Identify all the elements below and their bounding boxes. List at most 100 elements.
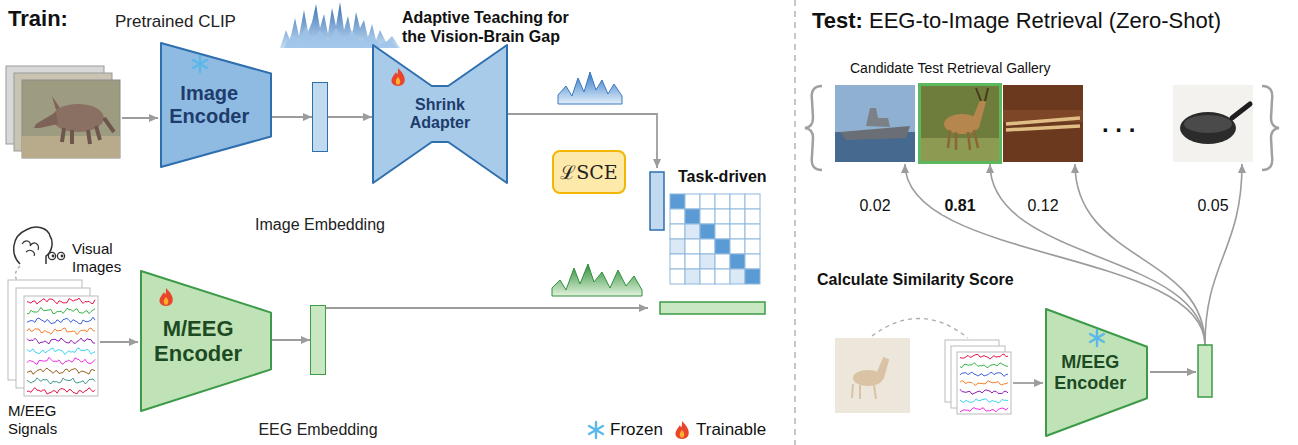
- snowflake-icon: [198, 62, 202, 66]
- flame-icon: [396, 77, 401, 85]
- snowflake-icon: [1096, 330, 1098, 346]
- antelope-horns: [976, 88, 988, 101]
- step-label: Calculate Similarity Score: [815, 270, 1016, 289]
- gallery-brace: [1262, 86, 1279, 170]
- flame-icon: [680, 430, 685, 438]
- flame-icon: [675, 421, 688, 439]
- gallery-image: [835, 85, 915, 162]
- matrix-cell: [670, 224, 685, 239]
- eye-icon: [48, 252, 55, 259]
- matrix-cell: [670, 194, 685, 209]
- flame-icon: [391, 68, 404, 86]
- similarity-score: 0.05: [1195, 196, 1230, 215]
- matrix-cell: [730, 254, 745, 269]
- loss-box: ℒSCE: [552, 150, 626, 194]
- matrix-cell: [715, 254, 730, 269]
- similarity-arrow: [1205, 164, 1242, 345]
- signal-panel: [957, 352, 1011, 414]
- brain-icon: [22, 241, 38, 256]
- node-outline: [1046, 309, 1147, 436]
- similarity-arrow: [1075, 164, 1205, 345]
- node-outline: [141, 271, 271, 411]
- aardvark-head: [34, 112, 58, 128]
- eeg-traces: [960, 354, 1008, 412]
- eeg-embedding: EEG Embedding: [310, 305, 326, 375]
- legend-item: Frozen: [586, 419, 663, 441]
- eeg-traces: [27, 298, 95, 394]
- input-arrow: [122, 117, 158, 119]
- feature-wave: [284, 26, 398, 48]
- matrix-cell: [745, 224, 760, 239]
- gallery-image: [920, 138, 1000, 162]
- shrink-adapter: Shrink Adapter: [372, 44, 508, 184]
- wok: [1184, 115, 1232, 133]
- eeg-trace: [960, 363, 1008, 368]
- connector: [326, 307, 648, 309]
- connector: [272, 116, 312, 118]
- ellipsis: . . .: [1102, 110, 1135, 139]
- similarity-score: 0.12: [1025, 196, 1060, 215]
- eeg-trace: [27, 317, 95, 324]
- eeg-trace: [960, 408, 1008, 412]
- eye-icon: [52, 255, 55, 258]
- image-encoder: Image EncoderPretrained CLIP: [160, 42, 272, 168]
- panel-title: Train:: [8, 6, 68, 32]
- brain-icon: [14, 227, 52, 264]
- matrix-cell: [700, 254, 715, 269]
- panel-divider: [794, 0, 796, 445]
- matrix-cell: [745, 209, 760, 224]
- matrix-cell: [685, 194, 700, 209]
- legend-label: Frozen: [610, 420, 663, 440]
- legend-item: Trainable: [672, 419, 766, 441]
- input-label: Visual Images: [72, 240, 134, 276]
- matrix-cell: [715, 209, 730, 224]
- eye-icon: [61, 255, 64, 258]
- snowflake-icon: [1090, 334, 1104, 342]
- text-area: M/EEG Encoder: [1045, 308, 1136, 437]
- matrix-cell: [685, 269, 700, 284]
- matrix-cell: [685, 239, 700, 254]
- snowflake-icon: [589, 426, 603, 434]
- gallery-image: [1173, 85, 1253, 162]
- matrix-cell: [685, 209, 700, 224]
- matrix-cell: [685, 254, 700, 269]
- wok-handle: [1232, 104, 1250, 118]
- matrix-cell: [730, 194, 745, 209]
- matrix-cell: [700, 269, 715, 284]
- node-outline: [373, 45, 507, 183]
- eeg-trace: [960, 372, 1008, 376]
- legend-label: Trainable: [696, 420, 766, 440]
- gallery-image: [920, 85, 1000, 162]
- gallery-image: [1003, 85, 1083, 162]
- photo: [22, 80, 120, 158]
- image-embedding: Image Embedding: [312, 82, 328, 152]
- ship: [866, 108, 890, 127]
- output-arrow: [1150, 371, 1196, 373]
- selected-frame: [920, 85, 1001, 163]
- eeg-trace: [27, 357, 95, 364]
- eeg-embedding-row: [660, 302, 765, 314]
- matrix-cell: [730, 224, 745, 239]
- node-heading: Pretrained CLIP: [115, 12, 236, 32]
- text-area: Shrink Adapter: [372, 44, 508, 184]
- matrix-cell: [670, 269, 685, 284]
- matrix-cell: [670, 209, 685, 224]
- feature-wave: [280, 2, 400, 48]
- eeg-trace: [27, 388, 95, 394]
- wok: [1180, 112, 1236, 144]
- panel-title: EEG-to-Image Retrieval (Zero-Shot): [869, 8, 1221, 34]
- node-label: M/EEG Encoder: [145, 316, 251, 367]
- test-photo: [835, 338, 910, 413]
- snowflake-icon: [594, 428, 598, 432]
- dashed-link: [872, 318, 968, 338]
- aardvark-legs: [62, 118, 114, 144]
- eeg-trace: [27, 307, 95, 313]
- matrix-cell: [745, 194, 760, 209]
- flame-icon: [159, 288, 172, 306]
- similarity-matrix: Task-driven: [648, 168, 772, 318]
- matrix-cell: [700, 224, 715, 239]
- eeg-trace: [27, 328, 95, 335]
- snowflake-icon: [1095, 336, 1099, 340]
- eeg-trace: [960, 399, 1008, 403]
